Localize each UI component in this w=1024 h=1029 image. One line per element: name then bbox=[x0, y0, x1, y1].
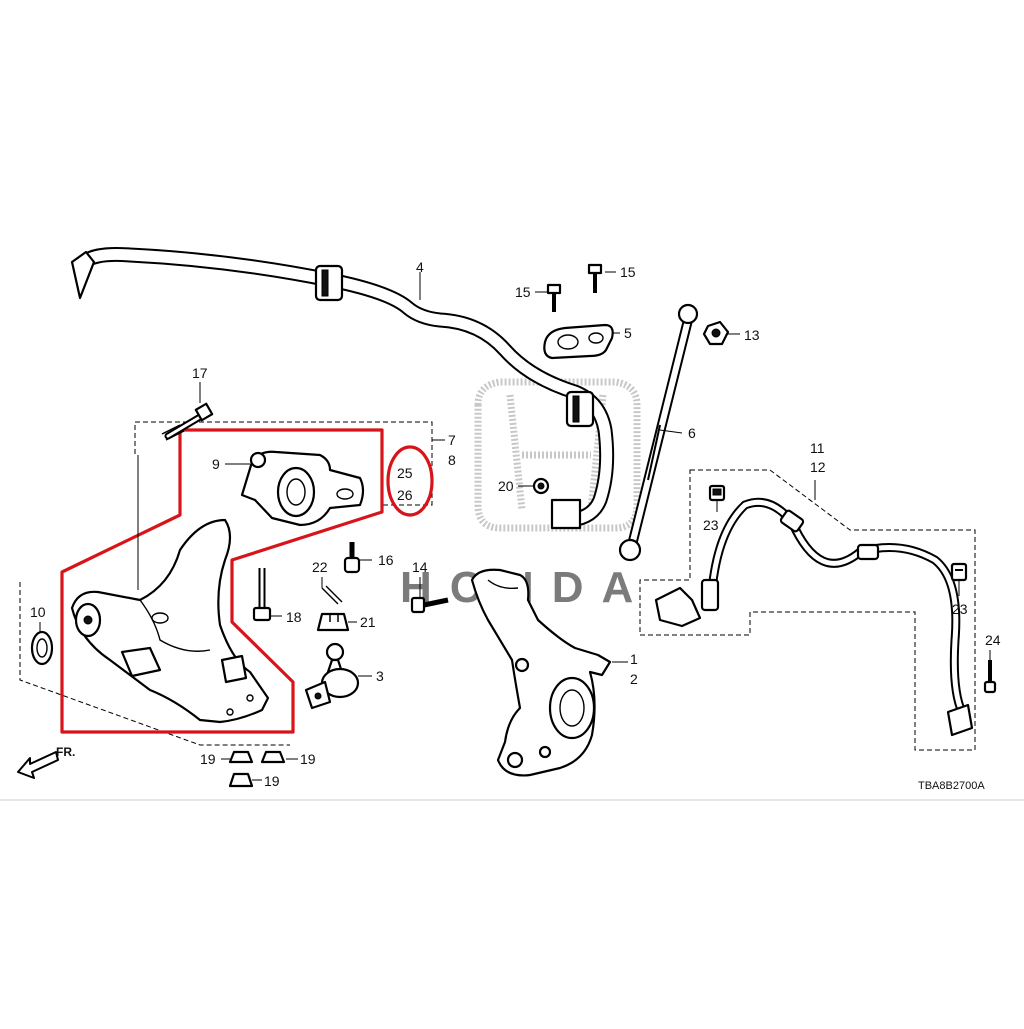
front-direction-label: FR. bbox=[56, 745, 75, 759]
callout-16: 16 bbox=[378, 552, 394, 568]
diagram-code: TBA8B2700A bbox=[918, 780, 985, 792]
bolt-18 bbox=[252, 568, 272, 622]
callout-3: 3 bbox=[376, 668, 384, 684]
callout-7: 7 bbox=[448, 432, 456, 448]
clip-23-left bbox=[708, 484, 726, 502]
assembly-box-upper bbox=[134, 421, 433, 506]
callout-5: 5 bbox=[624, 325, 632, 341]
callout-2: 2 bbox=[630, 671, 638, 687]
lower-arm bbox=[70, 518, 270, 724]
honda-watermark: HONDA bbox=[400, 378, 641, 612]
callout-8: 8 bbox=[448, 452, 456, 468]
nut-19-left bbox=[228, 750, 254, 764]
bolt-16 bbox=[343, 542, 361, 574]
callout-23-right: 23 bbox=[952, 601, 968, 617]
washer-20 bbox=[532, 477, 550, 495]
steering-knuckle bbox=[470, 568, 612, 777]
callout-17: 17 bbox=[192, 365, 208, 381]
callout-10: 10 bbox=[30, 604, 46, 620]
callout-24: 24 bbox=[985, 632, 1001, 648]
callout-19-bottom: 19 bbox=[264, 773, 280, 789]
front-arrow-icon bbox=[17, 751, 59, 779]
callout-15-left: 15 bbox=[515, 284, 531, 300]
nut-13 bbox=[702, 320, 730, 346]
bolt-15-right bbox=[587, 263, 603, 293]
ball-joint bbox=[304, 642, 360, 710]
castle-nut bbox=[316, 612, 350, 632]
callout-19-left: 19 bbox=[200, 751, 216, 767]
cotter-pin bbox=[321, 585, 343, 605]
callout-14: 14 bbox=[412, 559, 428, 575]
sensor-assembly-box bbox=[639, 469, 976, 751]
highlight-circle-25-26 bbox=[386, 445, 434, 517]
leader-lines bbox=[39, 271, 991, 781]
bolt-24 bbox=[983, 660, 997, 694]
callout-12: 12 bbox=[810, 459, 826, 475]
highlight-outline-lower-arm bbox=[60, 428, 384, 734]
callout-19-right: 19 bbox=[300, 751, 316, 767]
callout-13: 13 bbox=[744, 327, 760, 343]
callout-9: 9 bbox=[212, 456, 220, 472]
callout-18: 18 bbox=[286, 609, 302, 625]
callout-22: 22 bbox=[312, 559, 328, 575]
callout-6: 6 bbox=[688, 425, 696, 441]
callout-23-left: 23 bbox=[703, 517, 719, 533]
stabilizer-bar bbox=[70, 247, 615, 530]
callout-15-right: 15 bbox=[620, 264, 636, 280]
callout-4: 4 bbox=[416, 259, 424, 275]
bushing-holder-bracket bbox=[543, 323, 614, 360]
callout-26: 26 bbox=[397, 487, 413, 503]
callouts: 4 15 15 5 13 6 17 7 8 9 25 26 20 11 12 2… bbox=[30, 259, 1001, 789]
compliance-bushing bbox=[240, 450, 365, 527]
callout-20: 20 bbox=[498, 478, 514, 494]
callout-11: 11 bbox=[810, 440, 825, 456]
assembly-box-lower bbox=[19, 582, 290, 746]
nut-19-right bbox=[260, 750, 286, 764]
front-direction-indicator: FR. bbox=[17, 745, 75, 779]
bolt-14 bbox=[410, 596, 449, 614]
callout-21: 21 bbox=[360, 614, 376, 630]
callout-1: 1 bbox=[630, 651, 638, 667]
nut-19-bottom bbox=[228, 772, 254, 788]
callout-25: 25 bbox=[397, 465, 413, 481]
wheel-speed-sensor bbox=[654, 497, 974, 737]
bolt-15-left bbox=[546, 283, 562, 312]
stabilizer-link bbox=[618, 303, 699, 562]
clip-23-right bbox=[950, 562, 968, 582]
dust-seal bbox=[30, 630, 54, 666]
bolt-17 bbox=[161, 402, 214, 441]
